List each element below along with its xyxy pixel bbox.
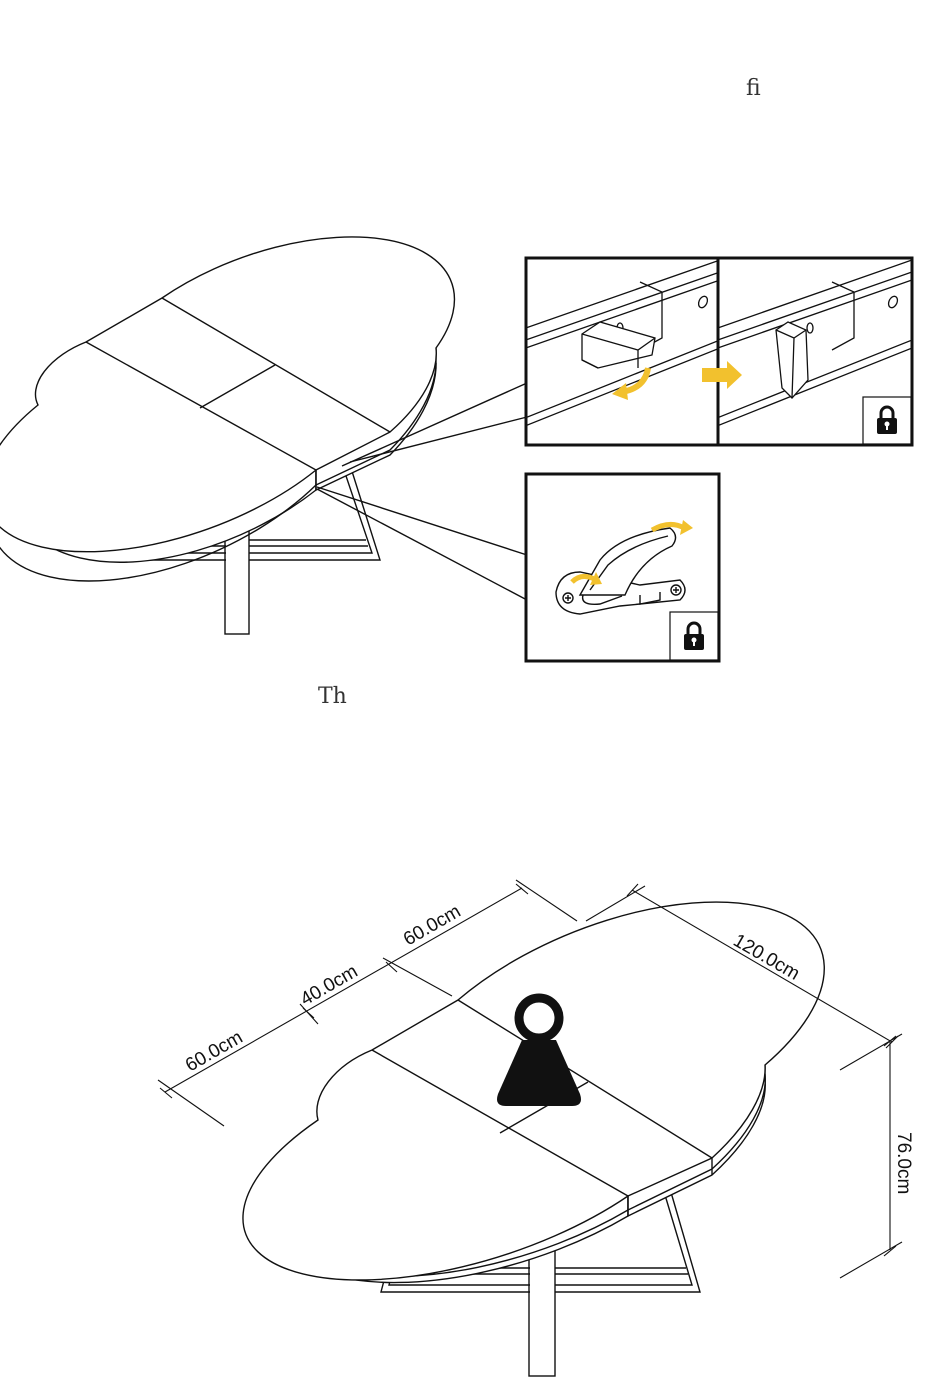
detail-panel-latch — [526, 474, 719, 661]
detail-panel-lock-closed — [712, 258, 912, 445]
extended-table-top-illustration — [0, 237, 527, 634]
dimension-label-height: 76.0cm — [893, 1132, 914, 1194]
detail-panel-lock-open — [520, 258, 720, 445]
table-top-surface — [0, 237, 454, 552]
dimension-label-leaf-left: 60.0cm — [182, 1027, 246, 1076]
dimension-label-leaf-right: 60.0cm — [400, 901, 464, 950]
